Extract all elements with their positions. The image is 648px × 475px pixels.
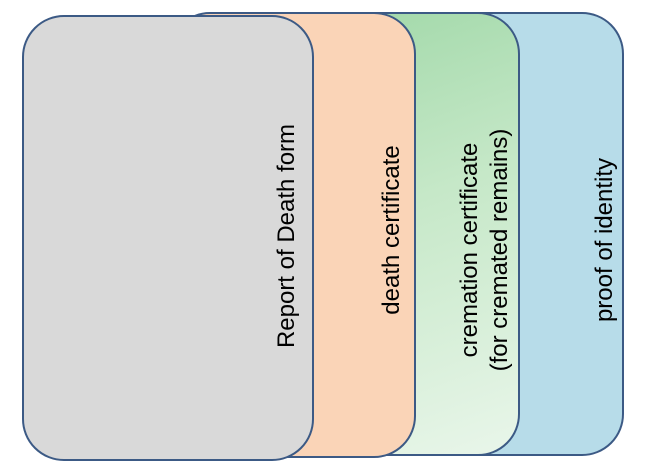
cremation-certificate-label: cremation certificate (for cremated rema… <box>455 129 515 372</box>
death-certificate-label: death certificate <box>378 145 405 315</box>
proof-of-identity-label: proof of identity <box>591 157 618 323</box>
cremation-certificate-line1: cremation certificate <box>456 142 483 358</box>
card-report-of-death-form <box>22 15 314 461</box>
cremation-certificate-line2: (for cremated remains) <box>486 128 513 372</box>
report-of-death-form-label: Report of Death form <box>273 123 300 349</box>
